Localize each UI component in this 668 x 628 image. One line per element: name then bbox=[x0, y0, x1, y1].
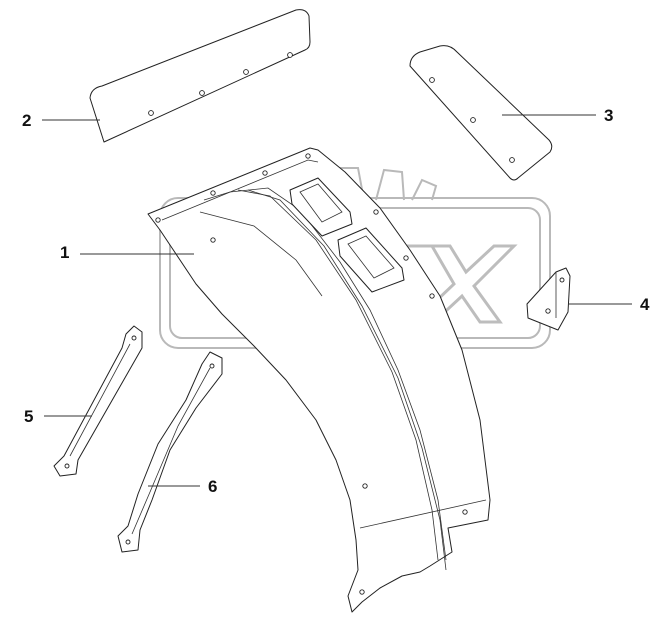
callout-3: 3 bbox=[604, 106, 614, 125]
callout-1: 1 bbox=[60, 243, 70, 262]
callout-4: 4 bbox=[640, 295, 650, 314]
part-1-fender bbox=[147, 147, 491, 613]
part-2-panel bbox=[89, 9, 311, 143]
part-4-bracket bbox=[526, 267, 571, 331]
callout-5: 5 bbox=[24, 407, 34, 426]
leader-lines bbox=[42, 114, 632, 487]
callout-2: 2 bbox=[22, 111, 32, 130]
part-6-strap bbox=[117, 351, 223, 553]
callout-6: 6 bbox=[208, 477, 218, 496]
part-3-panel bbox=[409, 45, 553, 181]
part-5-strap bbox=[53, 325, 143, 477]
